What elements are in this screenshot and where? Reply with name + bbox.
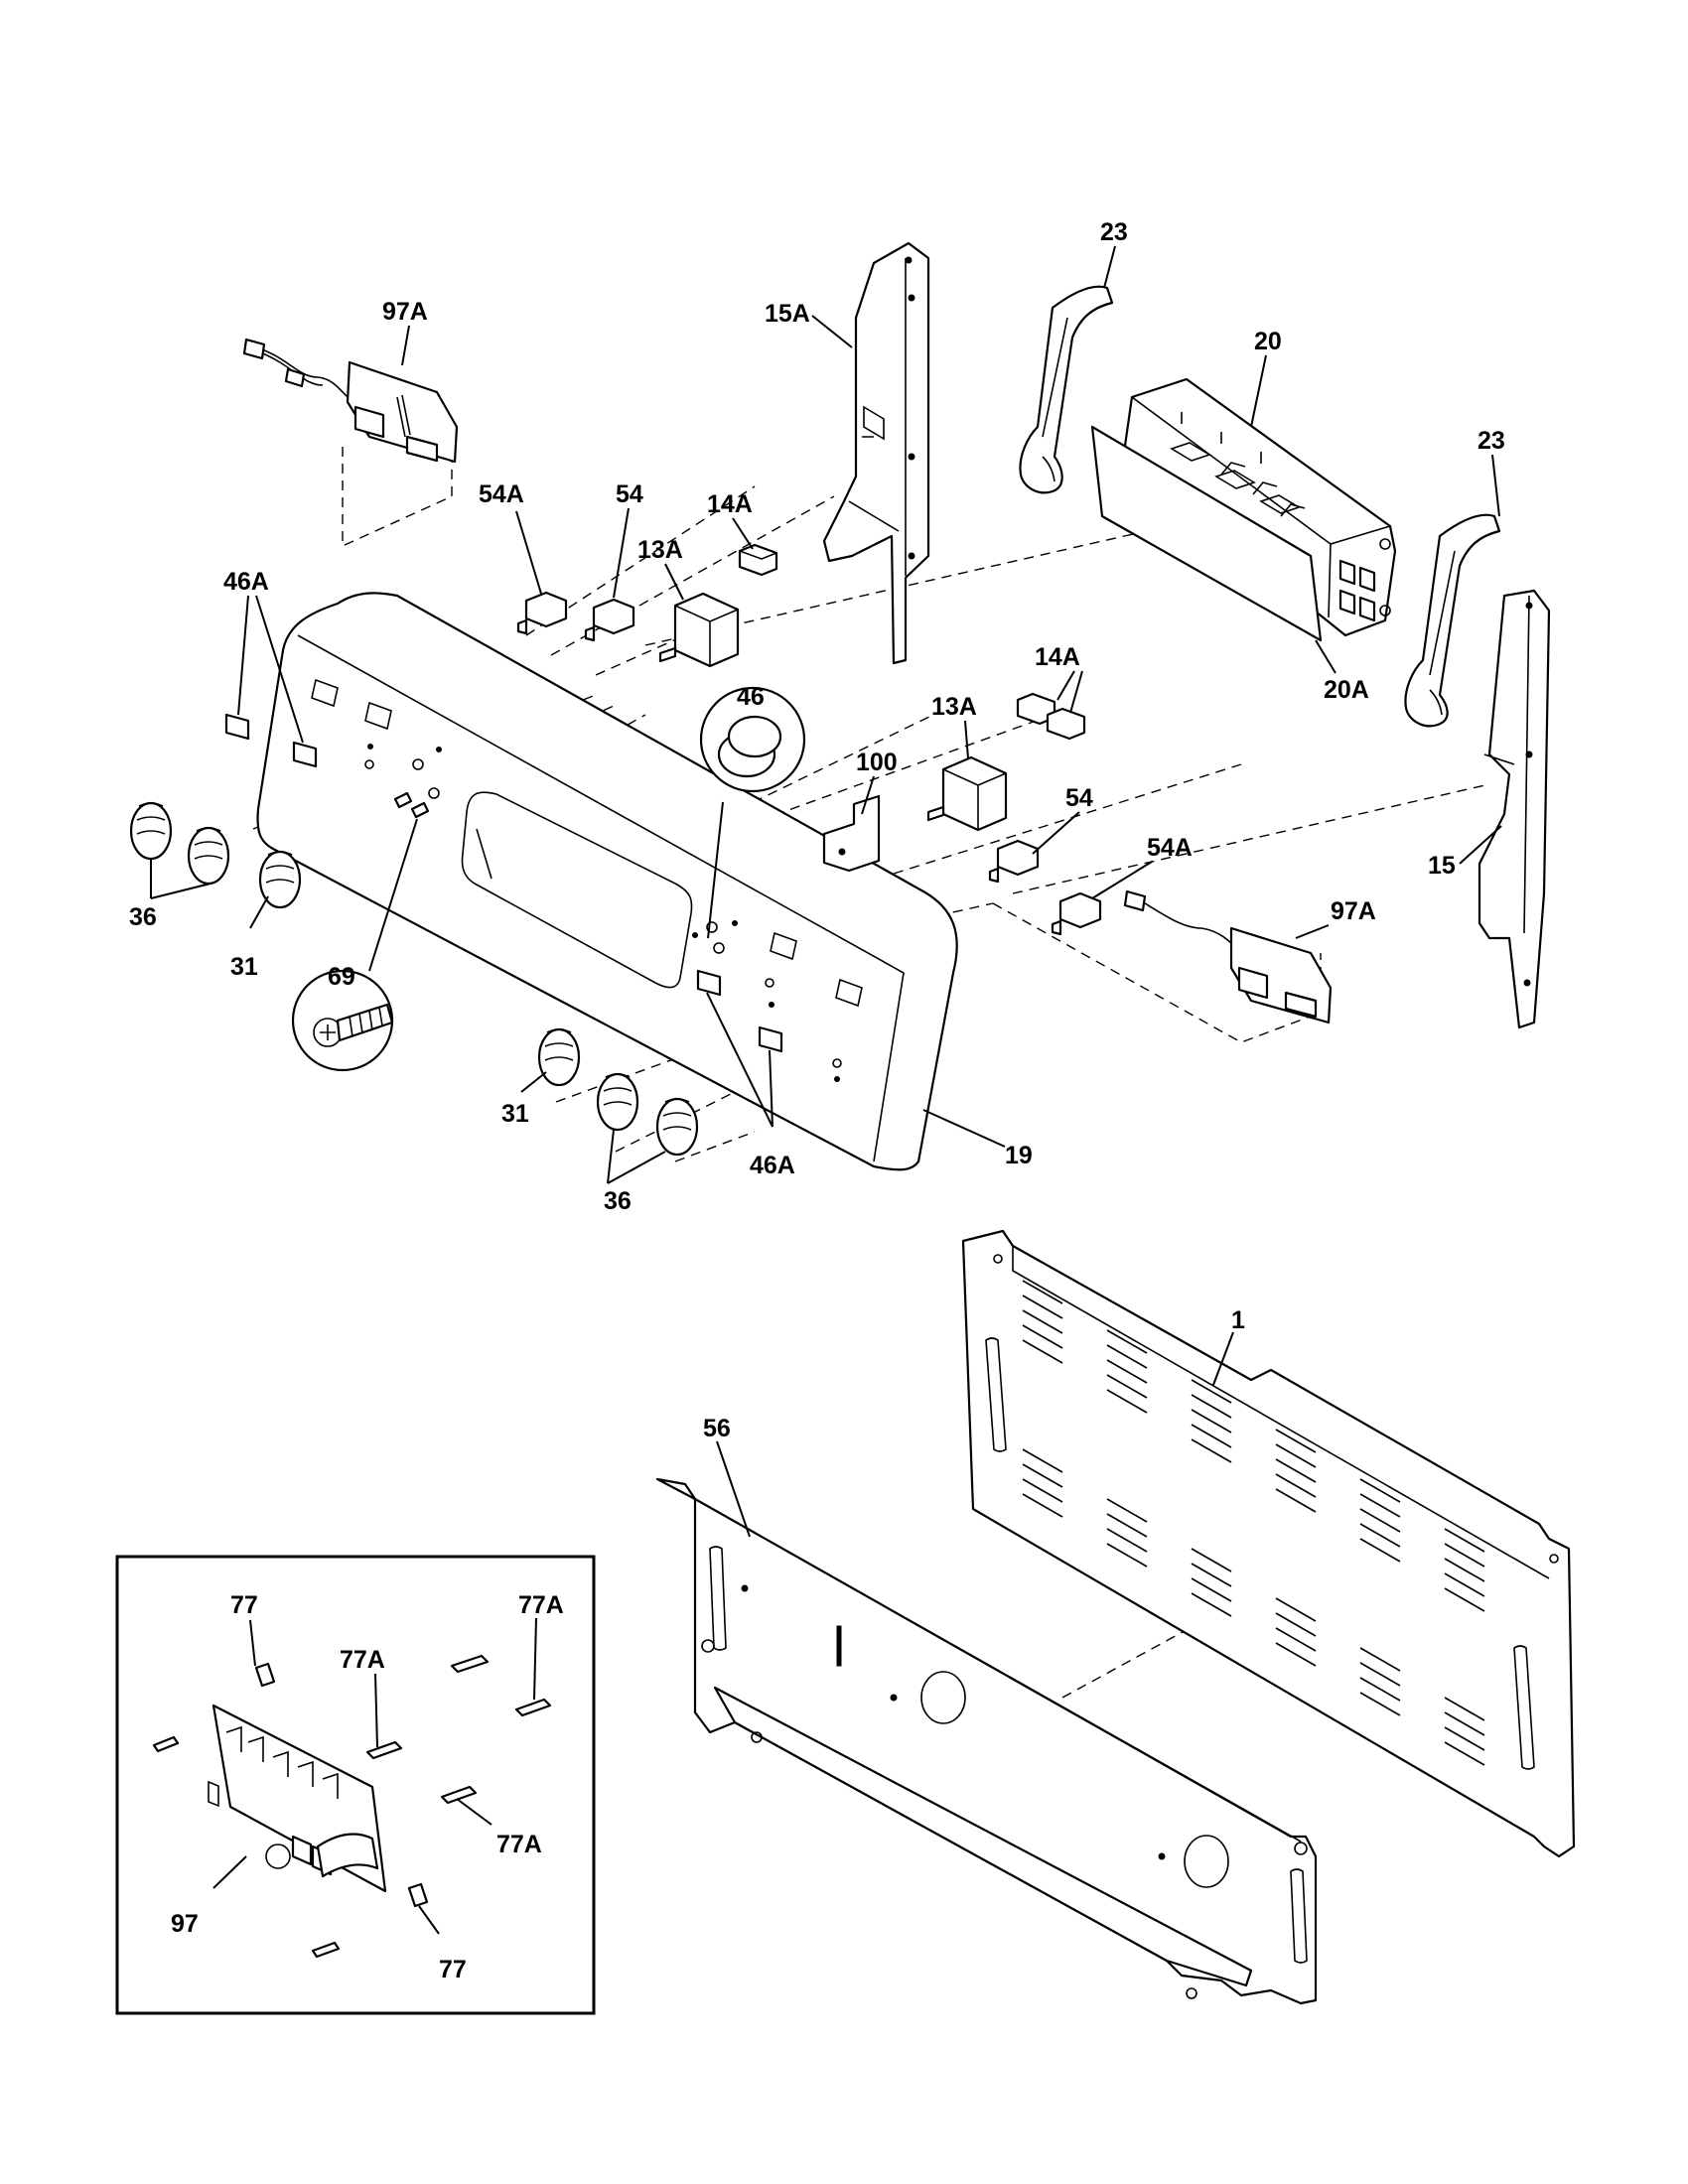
panel-knob-holes bbox=[364, 744, 842, 1082]
control-board-97 bbox=[208, 1704, 387, 1893]
callout-23-a: 23 bbox=[1100, 218, 1128, 246]
inset-detail-box bbox=[115, 1555, 596, 2015]
callout-31-left: 31 bbox=[230, 953, 258, 981]
knob-46-detail bbox=[699, 686, 806, 793]
switch-54A-right bbox=[1051, 891, 1102, 936]
callout-labels: 97A 54A 54 14A 13A 46A 15A 23 20 23 20A … bbox=[129, 218, 1505, 1983]
callout-54-right: 54 bbox=[1065, 784, 1093, 812]
callout-100: 100 bbox=[856, 749, 898, 776]
board-97A-top bbox=[242, 338, 459, 464]
callout-56: 56 bbox=[703, 1415, 731, 1442]
callout-77A-mid: 77A bbox=[340, 1646, 385, 1674]
switch-46A bbox=[224, 713, 783, 1053]
callout-77-bottom: 77 bbox=[439, 1956, 467, 1983]
back-panel-1 bbox=[961, 1229, 1576, 1858]
callout-20A: 20A bbox=[1324, 676, 1369, 704]
callout-36-bottom: 36 bbox=[604, 1187, 632, 1215]
callout-54-top: 54 bbox=[616, 480, 643, 508]
callout-97: 97 bbox=[171, 1910, 199, 1938]
screw-69-small bbox=[393, 791, 430, 819]
callout-46A-bottom: 46A bbox=[750, 1152, 795, 1179]
screw-69-detail bbox=[291, 969, 394, 1072]
callout-54A-right: 54A bbox=[1147, 834, 1193, 862]
callout-23-b: 23 bbox=[1477, 427, 1505, 455]
control-panel bbox=[256, 592, 958, 1171]
control-board-20 bbox=[1090, 377, 1397, 642]
callout-leader-lines bbox=[150, 245, 1502, 1935]
board-97A-right bbox=[1123, 889, 1333, 1024]
callout-77A-low: 77A bbox=[496, 1831, 542, 1858]
vent-louvers bbox=[1022, 1280, 1485, 1766]
callout-77A-right: 77A bbox=[518, 1591, 564, 1619]
callout-1: 1 bbox=[1231, 1306, 1245, 1334]
thermostat-13A-top bbox=[658, 592, 740, 668]
switch-54-right bbox=[988, 839, 1040, 884]
callout-20: 20 bbox=[1254, 328, 1282, 355]
callout-14A-top: 14A bbox=[707, 490, 753, 518]
callout-69: 69 bbox=[328, 963, 355, 991]
callout-46: 46 bbox=[737, 683, 765, 711]
callout-13A-top: 13A bbox=[637, 536, 683, 564]
callout-19: 19 bbox=[1005, 1142, 1033, 1169]
callout-97A-top: 97A bbox=[382, 298, 428, 326]
callout-36-left: 36 bbox=[129, 903, 157, 931]
callout-13A-right: 13A bbox=[931, 693, 977, 721]
knob-36-and-31 bbox=[129, 801, 699, 1157]
callout-15A: 15A bbox=[765, 300, 810, 328]
lower-back-panel-56 bbox=[655, 1477, 1318, 2005]
clip-23-top bbox=[1019, 285, 1114, 494]
screws-and-standoffs bbox=[152, 1654, 552, 1959]
callout-14A-right: 14A bbox=[1035, 643, 1080, 671]
callout-15: 15 bbox=[1428, 852, 1456, 880]
bracket-15 bbox=[1477, 589, 1551, 1029]
callout-46A-left: 46A bbox=[223, 568, 269, 596]
bracket-100 bbox=[822, 794, 881, 873]
bracket-15A bbox=[822, 241, 930, 665]
callout-54A-top: 54A bbox=[479, 480, 524, 508]
callout-97A-right: 97A bbox=[1331, 897, 1376, 925]
panel-window-slots bbox=[311, 678, 863, 1008]
relay-14A-top bbox=[738, 543, 778, 577]
callout-31-bottom: 31 bbox=[501, 1100, 529, 1128]
switch-54-top bbox=[516, 591, 635, 642]
clip-23-right bbox=[1404, 513, 1501, 728]
relay-14A-right bbox=[1016, 692, 1086, 741]
thermostat-13A-right bbox=[926, 755, 1008, 832]
callout-77-top: 77 bbox=[230, 1591, 258, 1619]
